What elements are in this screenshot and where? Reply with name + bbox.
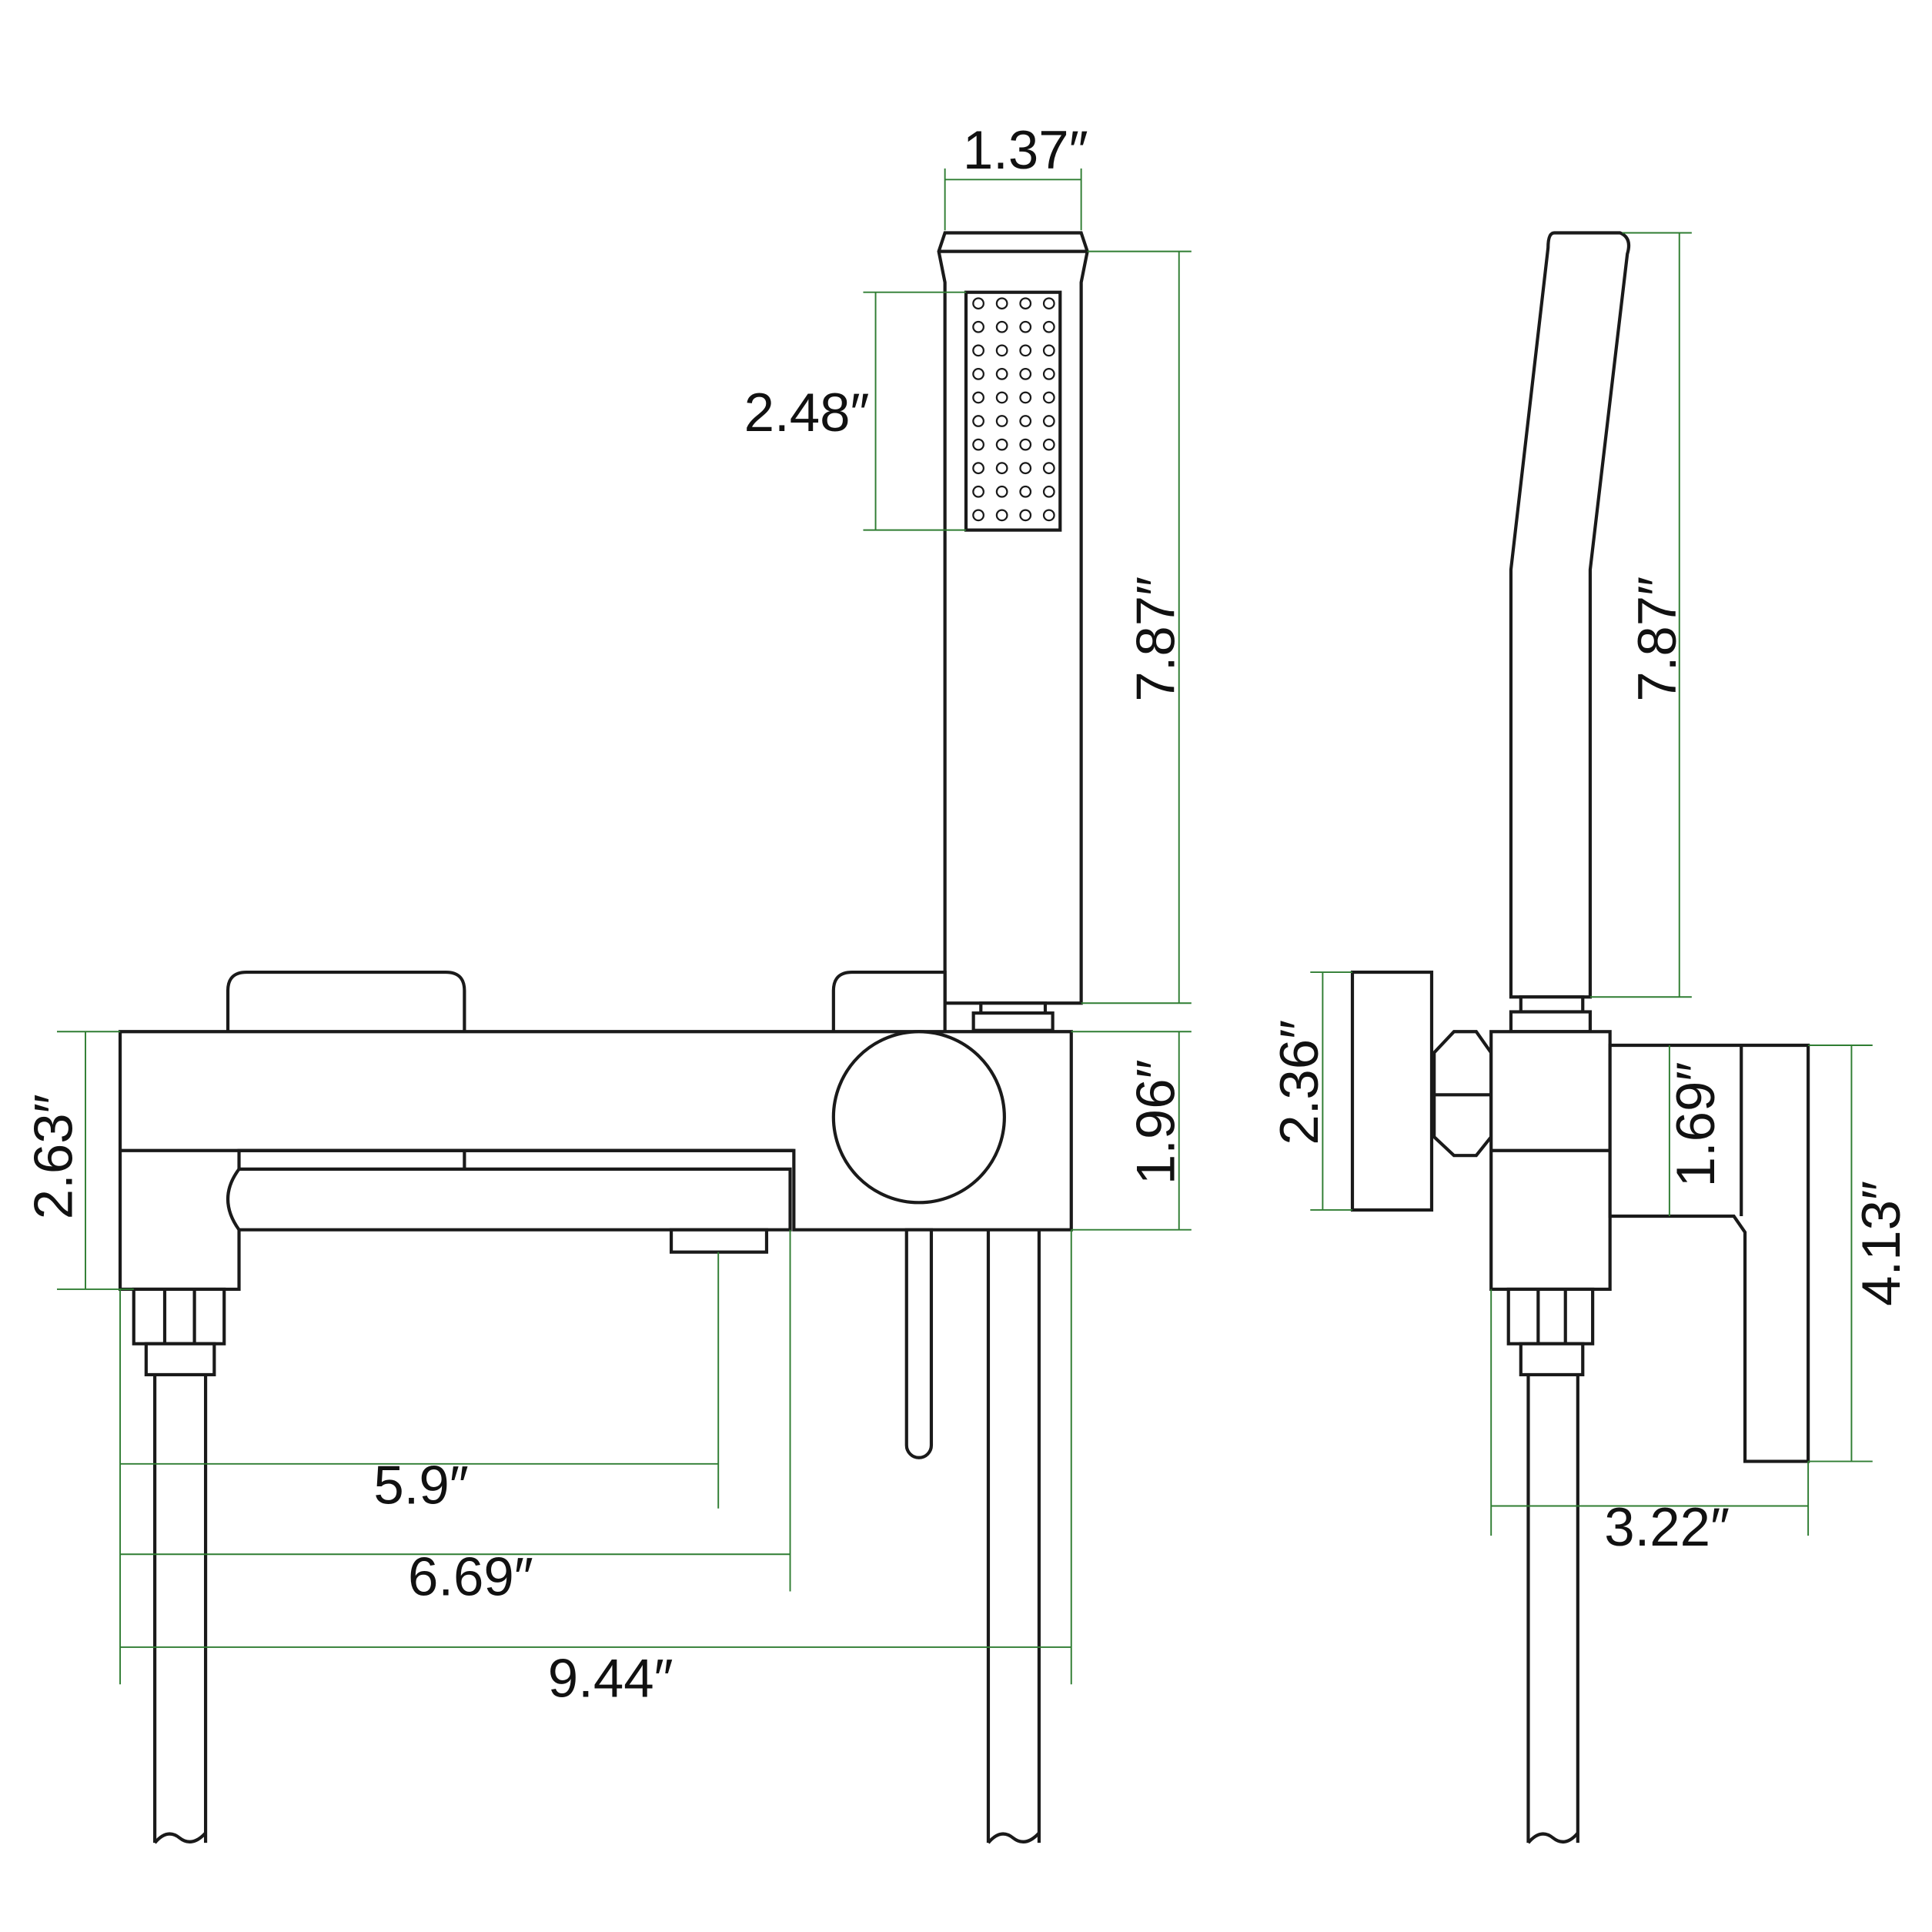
spray-nozzle bbox=[995, 391, 1008, 404]
spray-nozzle bbox=[1042, 415, 1055, 427]
spray-nozzle bbox=[1042, 368, 1055, 380]
spray-nozzle bbox=[972, 509, 984, 522]
dim-body-depth: 1.69″ bbox=[1666, 1062, 1726, 1188]
spray-nozzle bbox=[972, 344, 984, 357]
handshower-front bbox=[937, 231, 1089, 1032]
lever-side bbox=[1608, 1043, 1810, 1463]
spray-nozzle bbox=[995, 485, 1008, 498]
spray-nozzle bbox=[1042, 509, 1055, 522]
spray-nozzle bbox=[995, 344, 1008, 357]
spray-nozzle bbox=[972, 485, 984, 498]
dimension-labels: 1.37″ 2.48″ 7.87″ 1.96″ 2.63″ 5.9″ 6.69″… bbox=[23, 120, 1912, 1709]
spray-nozzle bbox=[972, 297, 984, 310]
spray-nozzle bbox=[1019, 462, 1032, 475]
spray-nozzle bbox=[972, 438, 984, 451]
body-top-bump bbox=[226, 970, 466, 1032]
side-nut bbox=[1506, 1287, 1595, 1345]
spray-nozzle bbox=[995, 509, 1008, 522]
dim-wall-plate-height: 2.36″ bbox=[1269, 1020, 1330, 1145]
dim-handshower-width: 1.37″ bbox=[963, 120, 1088, 181]
spray-nozzle bbox=[1019, 297, 1032, 310]
spray-nozzle bbox=[972, 368, 984, 380]
spray-nozzle bbox=[995, 320, 1008, 333]
spray-nozzle bbox=[1019, 438, 1032, 451]
spray-nozzle bbox=[995, 438, 1008, 451]
spray-nozzle bbox=[1042, 438, 1055, 451]
dim-body-height-left: 2.63″ bbox=[23, 1094, 84, 1219]
dim-side-depth: 3.22″ bbox=[1604, 1497, 1730, 1558]
spout bbox=[226, 1167, 792, 1232]
dim-handshower-length-front: 7.87″ bbox=[1125, 577, 1186, 702]
dim-spout-reach: 5.9″ bbox=[373, 1455, 468, 1516]
spray-nozzle bbox=[1019, 320, 1032, 333]
spray-nozzles bbox=[972, 297, 1055, 522]
dim-spout-length: 6.69″ bbox=[408, 1546, 533, 1607]
side-view bbox=[1350, 231, 1810, 1844]
holder-bump bbox=[831, 970, 947, 1032]
spray-nozzle bbox=[1019, 415, 1032, 427]
dim-body-height-right: 1.96″ bbox=[1125, 1059, 1186, 1185]
aerator bbox=[669, 1228, 769, 1254]
left-nut bbox=[132, 1287, 226, 1377]
spray-nozzle bbox=[1019, 485, 1032, 498]
dimension-lines bbox=[57, 168, 1873, 1685]
spray-nozzle bbox=[1042, 297, 1055, 310]
spray-nozzle bbox=[995, 297, 1008, 310]
spray-nozzle bbox=[995, 415, 1008, 427]
spray-nozzle bbox=[972, 415, 984, 427]
spray-nozzle bbox=[1019, 368, 1032, 380]
spray-nozzle bbox=[1042, 391, 1055, 404]
spray-nozzle bbox=[995, 462, 1008, 475]
faucet-body-front bbox=[118, 1030, 1073, 1459]
faucet-body-side bbox=[1489, 1030, 1612, 1292]
lever-handle bbox=[904, 1228, 934, 1459]
lever-disc bbox=[831, 1030, 1006, 1205]
spray-nozzle bbox=[1019, 391, 1032, 404]
handshower-side-connector bbox=[1519, 995, 1585, 1014]
spray-nozzle bbox=[1019, 344, 1032, 357]
dim-spray-face-height: 2.48″ bbox=[744, 383, 870, 443]
spray-nozzle bbox=[1042, 344, 1055, 357]
spray-nozzle bbox=[972, 462, 984, 475]
dim-overall-width: 9.44″ bbox=[548, 1648, 674, 1709]
dim-handshower-length-side: 7.87″ bbox=[1627, 577, 1688, 702]
right-pipe bbox=[986, 1229, 1041, 1844]
spray-nozzle bbox=[972, 320, 984, 333]
front-view bbox=[118, 231, 1089, 1844]
spray-nozzle bbox=[1042, 320, 1055, 333]
spray-nozzle bbox=[1042, 485, 1055, 498]
dim-handle-height: 4.13″ bbox=[1851, 1181, 1912, 1306]
spray-nozzle bbox=[1042, 462, 1055, 475]
spray-nozzle bbox=[995, 368, 1008, 380]
spray-nozzle bbox=[972, 391, 984, 404]
wall-plate bbox=[1350, 970, 1434, 1212]
spray-nozzle bbox=[1019, 509, 1032, 522]
handshower-side bbox=[1509, 231, 1631, 999]
left-pipe bbox=[153, 1374, 208, 1844]
